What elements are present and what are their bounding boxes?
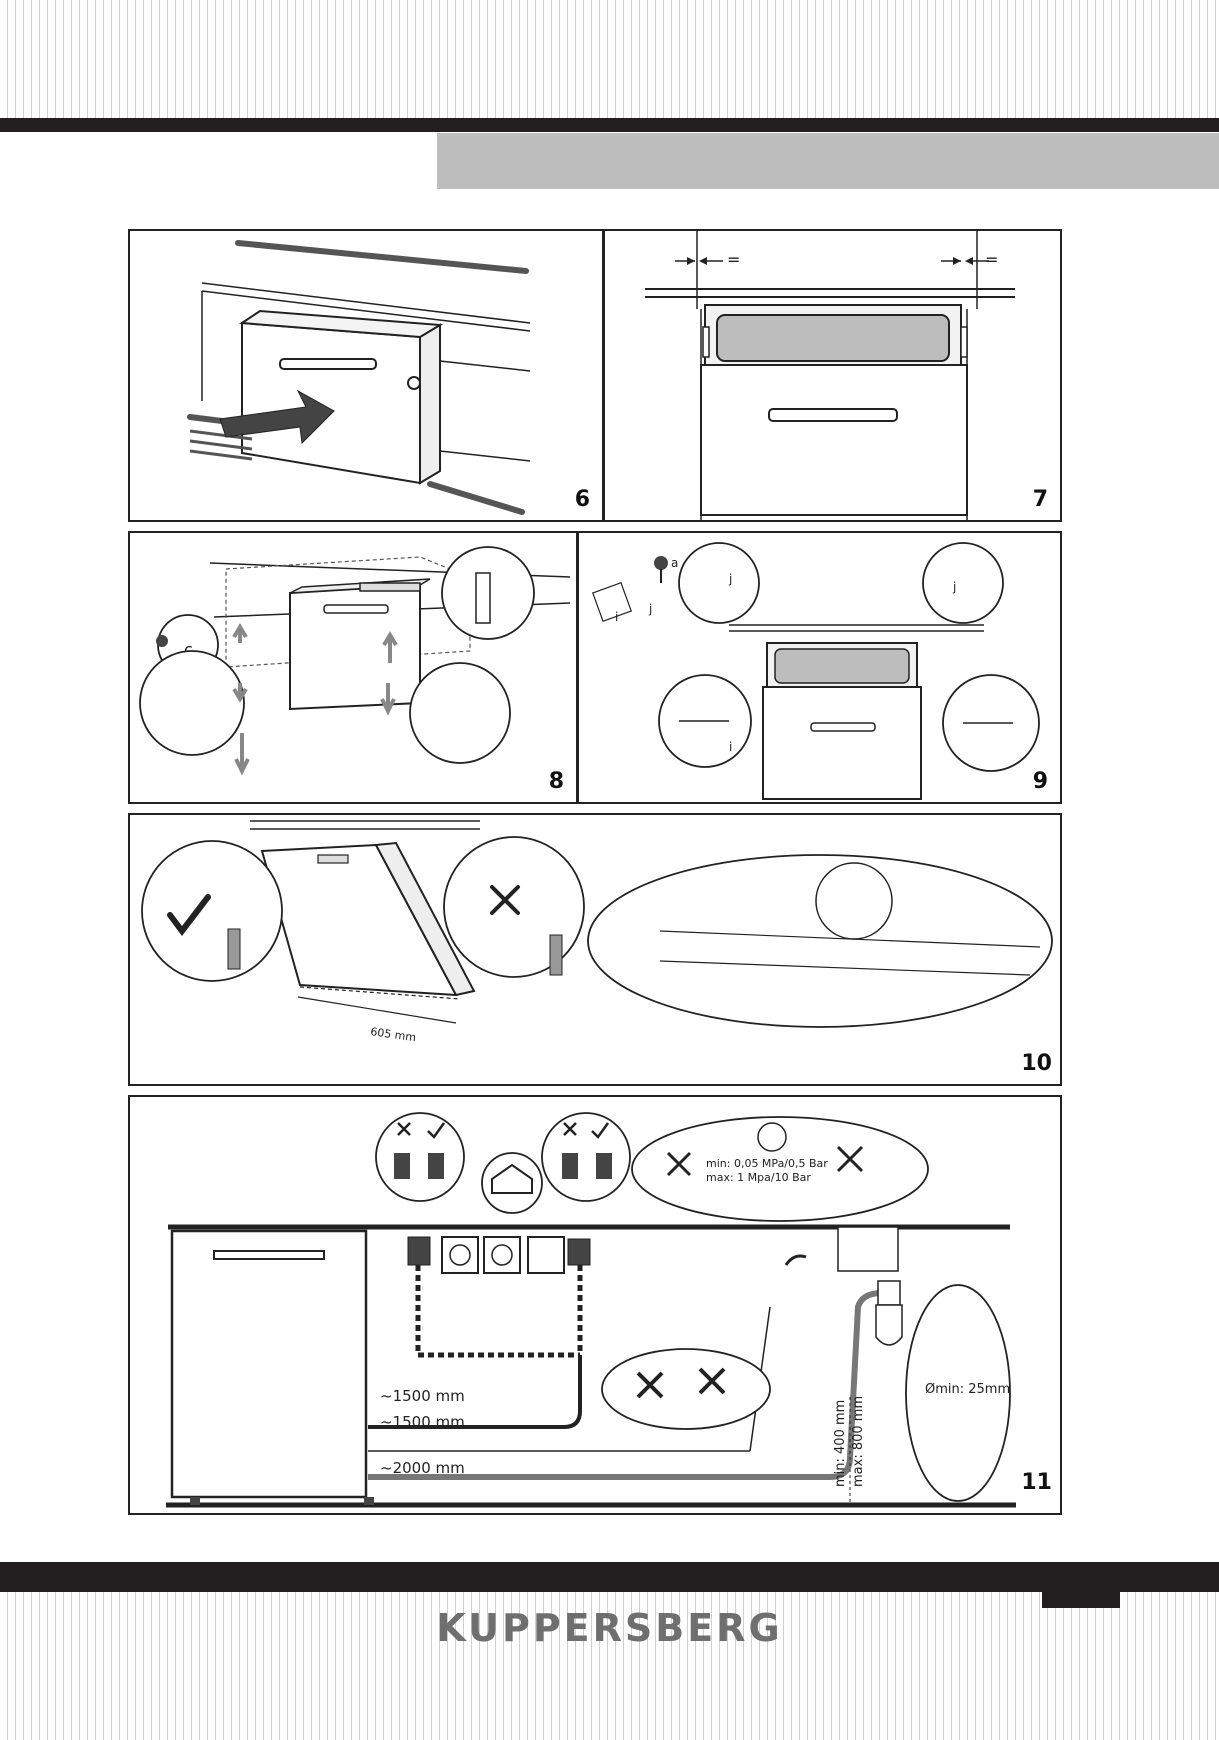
figure-11: min: 0,05 MPa/0,5 Bar max: 1 Mpa/10 Bar … (128, 1095, 1062, 1515)
figure-9-part-a: a (671, 556, 678, 570)
figure-10-number: 10 (1021, 1051, 1052, 1076)
figure-9-illustration: a i j j j i (592, 542, 1040, 800)
figure-7-number: 7 (1032, 487, 1048, 512)
figure-6-illustration (187, 240, 531, 515)
figure-11-height-max: max: 800 mm (851, 1396, 866, 1487)
page-tab (1042, 1592, 1120, 1608)
figure-11-height-min: min: 400 mm (833, 1400, 848, 1487)
figure-9-part-j-right: j (952, 580, 956, 594)
figure-11-diameter: Ømin: 25mm (925, 1382, 1010, 1397)
figure-9-part-i-small: i (615, 610, 618, 624)
top-bar (0, 118, 1219, 132)
figure-7-illustration: = = (645, 231, 1015, 520)
figure-8-illustration: c (139, 546, 571, 776)
figure-9-part-i-left: i (729, 740, 732, 754)
bottom-stripes (0, 1592, 1219, 1740)
figure-11-pressure-max: max: 1 Mpa/10 Bar (706, 1171, 811, 1184)
figure-10: 605 mm 10 (128, 813, 1062, 1086)
top-stripes (0, 0, 1219, 118)
brand-logo: KUPPERSBERG (436, 1606, 783, 1650)
figure-7: = = 7 (603, 229, 1062, 522)
figure-6-number: 6 (574, 487, 590, 512)
figure-8: c 8 (128, 531, 578, 804)
header-banner (437, 133, 1219, 189)
figure-7-equal-mark-right: = (985, 250, 998, 269)
figure-7-equal-mark-left: = (727, 250, 740, 269)
figure-10-illustration: 605 mm (141, 820, 1053, 1044)
figure-9-number: 9 (1032, 769, 1048, 794)
figure-10-measure: 605 mm (370, 1025, 417, 1044)
figure-11-number: 11 (1021, 1470, 1052, 1495)
figure-11-hose-1: ~1500 mm (380, 1387, 465, 1405)
figure-8-number: 8 (548, 769, 564, 794)
figure-9: a i j j j i 9 (577, 531, 1062, 804)
figure-11-illustration: min: 0,05 MPa/0,5 Bar max: 1 Mpa/10 Bar … (166, 1112, 1016, 1508)
figure-8-part-c: c (184, 640, 193, 659)
figure-11-hose-3: ~2000 mm (380, 1459, 465, 1477)
figure-11-pressure-min: min: 0,05 MPa/0,5 Bar (706, 1157, 828, 1170)
figure-9-part-j-left: j (728, 572, 732, 586)
figure-9-part-j-small: j (648, 602, 652, 616)
bottom-bar (0, 1562, 1219, 1592)
figure-11-hose-2: ~1500 mm (380, 1413, 465, 1431)
figure-6: 6 (128, 229, 604, 522)
